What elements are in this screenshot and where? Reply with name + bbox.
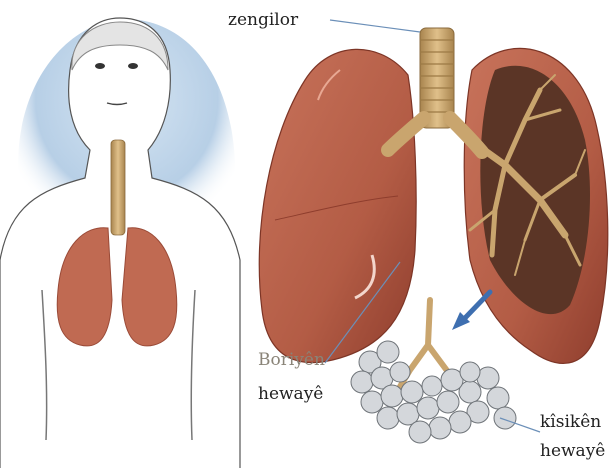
alveoli-label-line1: kîsikên	[540, 412, 601, 432]
lungs-illustration	[259, 20, 608, 443]
leader-trachea	[330, 20, 420, 32]
person-figure	[0, 18, 240, 468]
left-eye-icon	[95, 63, 105, 69]
arrow-icon	[452, 292, 490, 330]
alveoli-label-line2: hewayê	[540, 441, 605, 461]
bronchi-label-line1: Boriyên	[258, 350, 325, 370]
small-trachea	[111, 140, 125, 235]
trachea-label: zengilor	[228, 10, 298, 30]
right-eye-icon	[128, 63, 138, 69]
bronchi-label-line2: hewayê	[258, 384, 323, 404]
